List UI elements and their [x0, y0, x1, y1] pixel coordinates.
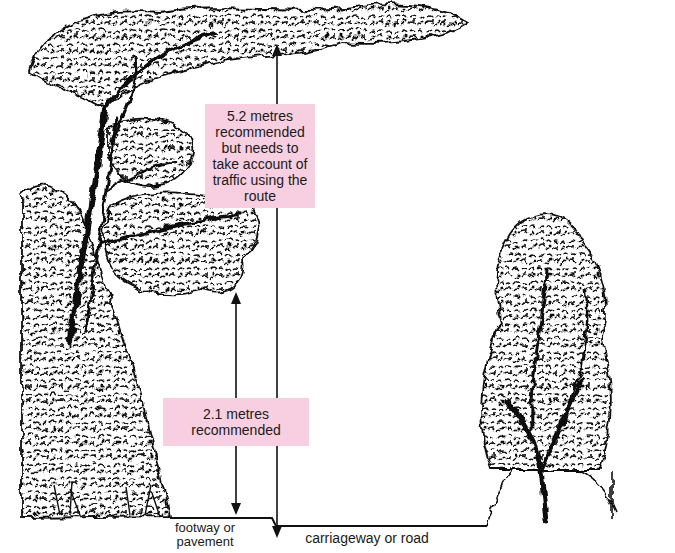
shrub-foliage	[481, 214, 611, 470]
shrub	[481, 214, 611, 470]
ground-label: carriageway or road	[282, 530, 452, 546]
grass	[54, 481, 160, 517]
ground-label: footway or pavement	[160, 521, 250, 549]
arrowhead	[231, 292, 241, 304]
grass-blades	[54, 481, 160, 517]
tree-foliage	[22, 4, 468, 518]
arrowhead	[272, 526, 282, 538]
arrowhead	[272, 44, 282, 56]
branch	[532, 270, 548, 430]
box-text: 2.1 metres recommended	[171, 406, 301, 438]
box-text: 5.2 metres recommended but needs to take…	[209, 108, 311, 204]
bank	[487, 468, 616, 526]
branch	[541, 380, 582, 470]
canopy	[30, 4, 468, 110]
branch	[565, 290, 587, 410]
arrowhead	[231, 503, 241, 515]
branch	[506, 400, 546, 520]
shrub-branches	[506, 270, 587, 520]
foliage-cluster	[108, 119, 193, 186]
hedge	[22, 186, 170, 518]
label-box: 2.1 metres recommended	[163, 398, 309, 446]
label-box: 5.2 metres recommended but needs to take…	[205, 104, 315, 208]
